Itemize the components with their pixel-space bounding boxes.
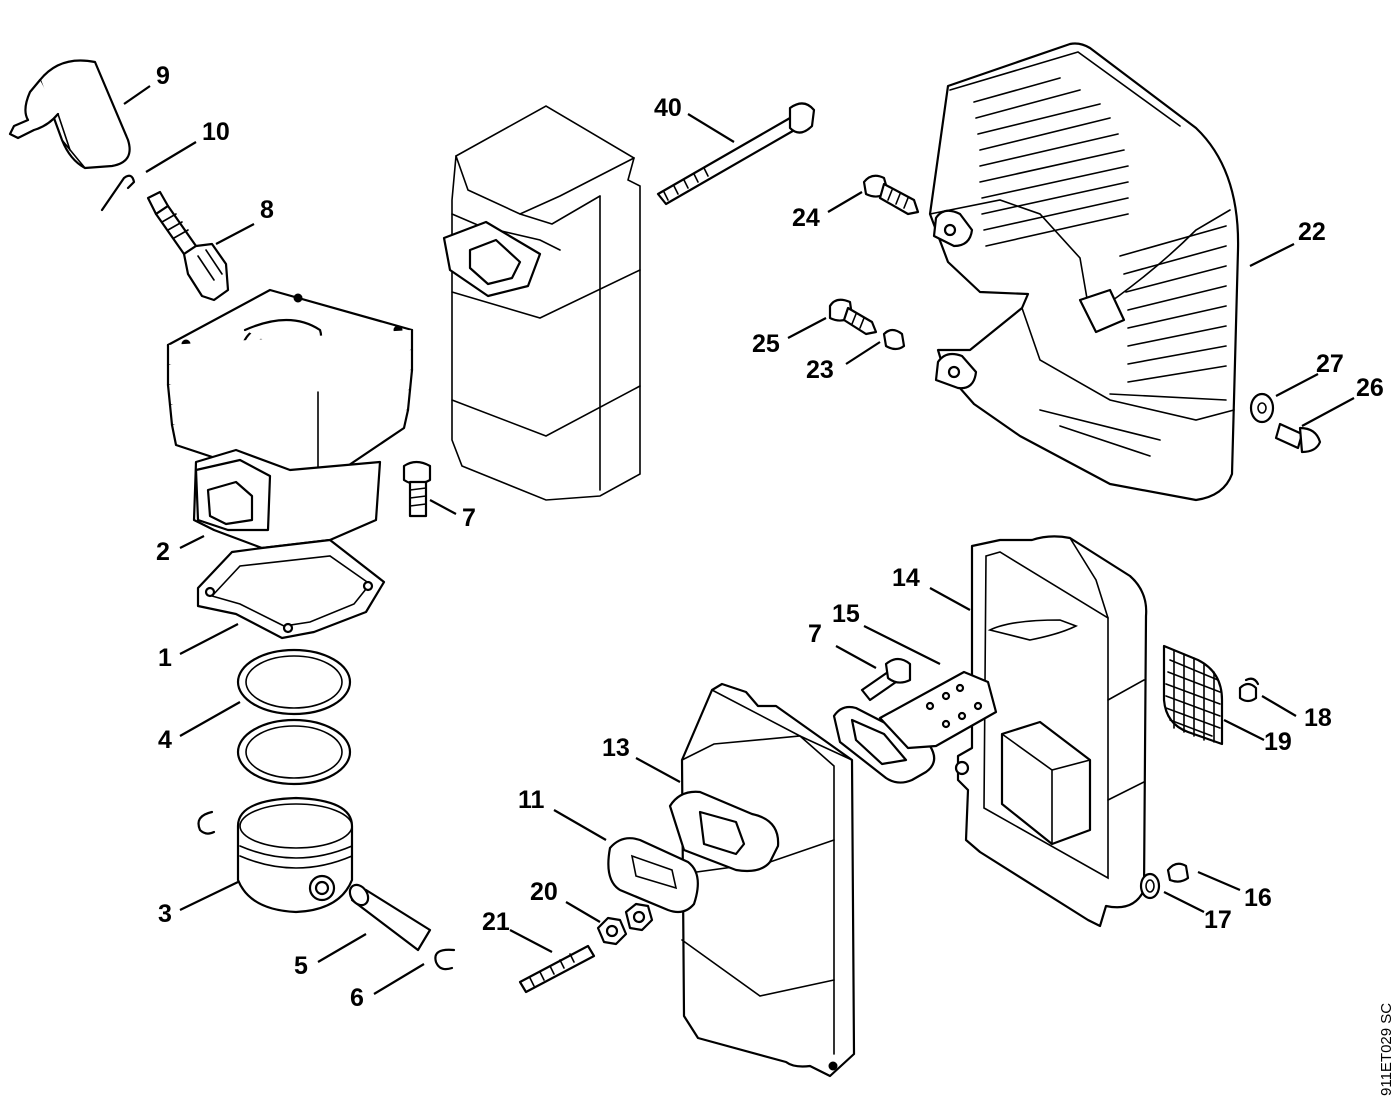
callout-5: 5	[294, 952, 308, 980]
callout-24: 24	[792, 204, 820, 232]
callout-18: 18	[1304, 704, 1332, 732]
callout-19: 19	[1264, 728, 1292, 756]
part-10-clip	[100, 174, 136, 212]
part-15-baffle	[832, 670, 998, 784]
callout-3: 3	[158, 900, 172, 928]
part-9-spark-plug-boot	[8, 59, 131, 170]
part-22-shroud	[928, 42, 1240, 502]
part-4-piston-rings	[236, 648, 352, 786]
callout-23: 23	[806, 356, 834, 384]
part-6-circlip	[197, 810, 456, 971]
part-3-piston	[236, 796, 354, 914]
callout-11: 11	[518, 786, 545, 814]
part-21-stud	[518, 944, 596, 994]
callout-2: 2	[156, 538, 170, 566]
part-23-nut	[882, 328, 906, 351]
callout-14: 14	[892, 564, 920, 592]
part-26-screw	[1274, 422, 1322, 454]
callout-20: 20	[530, 878, 558, 906]
callout-40: 40	[654, 94, 682, 122]
part-5-piston-pin	[348, 883, 432, 952]
part-17-lock-washer	[1139, 872, 1161, 900]
part-20-nut	[596, 902, 654, 946]
reference-code: 911ET029 SC	[1378, 1003, 1395, 1096]
muffler-upper-housing	[442, 105, 641, 501]
callout-10: 10	[202, 118, 230, 146]
part-25-screw	[828, 298, 878, 336]
part-24-screw	[862, 174, 920, 216]
callout-15: 15	[832, 600, 860, 628]
part-13-muffler-front	[668, 682, 856, 1078]
callout-13: 13	[602, 734, 630, 762]
part-14-muffler-shell	[954, 535, 1148, 928]
callout-16: 16	[1244, 884, 1272, 912]
part-16-screw	[1166, 862, 1190, 883]
callout-22: 22	[1298, 218, 1326, 246]
part-19-spark-screen	[1162, 644, 1224, 746]
part-8-spark-plug	[146, 190, 230, 302]
callout-6: 6	[350, 984, 364, 1012]
callout-1: 1	[158, 644, 172, 672]
leader-lines	[123, 85, 1355, 995]
callout-9: 9	[156, 62, 170, 90]
callout-27: 27	[1316, 350, 1344, 378]
part-27-washer	[1249, 392, 1275, 424]
callout-26: 26	[1356, 374, 1384, 402]
callout-4: 4	[158, 726, 172, 754]
part-40-long-bolt	[656, 102, 816, 206]
callout-7-baffle: 7	[808, 620, 822, 648]
part-2-cylinder	[166, 288, 414, 550]
part-7-baffle-screw	[860, 657, 912, 702]
callout-8: 8	[260, 196, 274, 224]
part-1-gasket	[196, 538, 386, 640]
part-11-gasket	[607, 837, 699, 914]
callout-21: 21	[482, 908, 510, 936]
part-18-screw	[1238, 677, 1260, 703]
callout-labels: 9 10 8 7 2 1 4 3 5 6 40 24 25 23 22 27 2…	[156, 62, 1384, 1012]
part-7-cylinder-screw	[402, 460, 432, 518]
callout-17: 17	[1204, 906, 1232, 934]
callout-25: 25	[752, 330, 780, 358]
callout-7-cylinder: 7	[462, 504, 476, 532]
